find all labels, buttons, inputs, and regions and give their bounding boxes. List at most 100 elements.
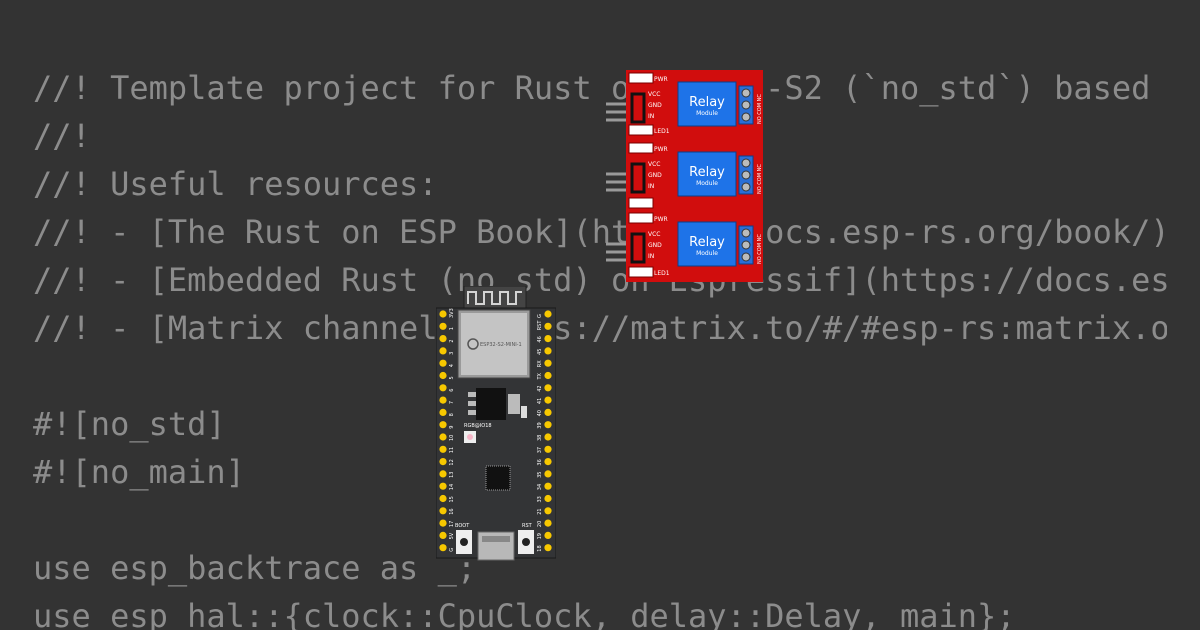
right-pin-label: 34 bbox=[537, 484, 543, 490]
right-pin-label: 45 bbox=[537, 349, 543, 355]
left-pin[interactable] bbox=[439, 519, 447, 527]
right-pin-label: 37 bbox=[537, 447, 543, 453]
code-line: //! Template project for Rust on ESP32-S… bbox=[33, 69, 1151, 107]
left-pin-label: 11 bbox=[449, 447, 455, 453]
left-pin[interactable] bbox=[439, 445, 447, 453]
left-pin[interactable] bbox=[439, 544, 447, 552]
relay-title: Relay bbox=[689, 165, 725, 180]
left-pin-label: 6 bbox=[449, 389, 455, 392]
gnd-label: GND bbox=[648, 102, 662, 109]
relay-channel-1: PWR VCC GND IN Relay Module NO COM NC LE… bbox=[628, 72, 763, 136]
voltage-regulator bbox=[476, 388, 506, 420]
right-pin-label: 36 bbox=[537, 459, 543, 465]
right-pin[interactable] bbox=[544, 507, 552, 515]
module-label: ESP32-S2-MINI-1 bbox=[480, 342, 522, 348]
right-pin[interactable] bbox=[544, 310, 552, 318]
relay-module[interactable]: PWR VCC GND IN Relay Module NO COM NC LE… bbox=[606, 70, 766, 282]
left-pin[interactable] bbox=[439, 421, 447, 429]
left-pin[interactable] bbox=[439, 507, 447, 515]
left-pin[interactable] bbox=[439, 335, 447, 343]
right-pin[interactable] bbox=[544, 347, 552, 355]
left-pin[interactable] bbox=[439, 396, 447, 404]
left-pin[interactable] bbox=[439, 482, 447, 490]
left-pin[interactable] bbox=[439, 322, 447, 330]
right-pin[interactable] bbox=[544, 433, 552, 441]
right-pin-label: 42 bbox=[537, 385, 543, 391]
relay-body bbox=[677, 221, 737, 267]
code-line bbox=[33, 352, 1167, 400]
relay-channel-3: PWR VCC GND IN Relay Module NO COM NC LE… bbox=[628, 212, 763, 278]
right-pin[interactable] bbox=[544, 531, 552, 539]
right-pin-label: TX bbox=[537, 372, 543, 380]
left-pin[interactable] bbox=[439, 359, 447, 367]
code-line: #![no_std] bbox=[33, 405, 226, 443]
left-pin-label: 5 bbox=[449, 376, 455, 379]
left-pin[interactable] bbox=[439, 384, 447, 392]
esp32-module bbox=[461, 313, 527, 375]
right-pin-label: 19 bbox=[537, 533, 543, 539]
right-pin[interactable] bbox=[544, 322, 552, 330]
left-pin[interactable] bbox=[439, 494, 447, 503]
relay-title: Relay bbox=[689, 235, 725, 250]
terminal-label: NO COM NC bbox=[757, 164, 763, 194]
boot-label: BOOT bbox=[455, 523, 470, 529]
led-label: LED1 bbox=[654, 128, 670, 135]
relay-channel-2: PWR VCC GND IN Relay Module NO COM NC bbox=[628, 142, 763, 209]
left-pin[interactable] bbox=[439, 531, 447, 539]
left-pin[interactable] bbox=[439, 347, 447, 355]
espressif-logo-icon bbox=[467, 338, 479, 350]
relay-title: Relay bbox=[689, 95, 725, 110]
left-pin-label: G bbox=[449, 548, 455, 552]
vcc-label: VCC bbox=[648, 161, 660, 168]
right-pin[interactable] bbox=[544, 544, 552, 552]
right-pin-label: RST bbox=[537, 320, 543, 331]
relay-subtitle: Module bbox=[696, 250, 718, 257]
right-pin[interactable] bbox=[544, 470, 552, 478]
relay-body bbox=[677, 151, 737, 197]
right-pin[interactable] bbox=[544, 482, 552, 490]
code-line: use esp_hal::{clock::CpuClock, delay::De… bbox=[33, 597, 1016, 630]
right-pin[interactable] bbox=[544, 421, 552, 429]
relay-body bbox=[677, 81, 737, 127]
vcc-label: VCC bbox=[648, 91, 660, 98]
left-pin-label: 9 bbox=[449, 426, 455, 429]
right-pin[interactable] bbox=[544, 408, 552, 416]
mcu-chip bbox=[485, 465, 511, 491]
left-pin[interactable] bbox=[439, 433, 447, 441]
terminal-label: NO COM NC bbox=[757, 234, 763, 264]
right-pin[interactable] bbox=[544, 359, 552, 367]
right-pin-label: 41 bbox=[537, 398, 543, 404]
left-pin[interactable] bbox=[439, 371, 447, 380]
right-pin[interactable] bbox=[544, 445, 552, 453]
esp32-dev-board[interactable]: ESP32-S2-MINI-1 RGB@IO18 BOOT RST 3V3123… bbox=[436, 286, 556, 562]
right-pin[interactable] bbox=[544, 335, 552, 343]
code-line: //! Useful resources: bbox=[33, 165, 438, 203]
gnd-label: GND bbox=[648, 242, 662, 249]
right-pin[interactable] bbox=[544, 396, 552, 404]
code-line: //! - [The Rust on ESP Book](https://doc… bbox=[33, 213, 1167, 251]
code-editor[interactable]: //! Template project for Rust on ESP32-S… bbox=[33, 64, 1167, 630]
right-pin[interactable] bbox=[544, 494, 552, 503]
code-line: //! - [Matrix channel](https://matrix.to… bbox=[33, 309, 1167, 347]
left-pin[interactable] bbox=[439, 458, 447, 466]
right-pin[interactable] bbox=[544, 458, 552, 466]
relay-subtitle: Module bbox=[696, 110, 718, 117]
right-pin-label: 35 bbox=[537, 472, 543, 478]
left-pin[interactable] bbox=[439, 408, 447, 416]
right-pin-label: RX bbox=[537, 360, 543, 367]
pwr-label: PWR bbox=[654, 76, 668, 83]
right-pin[interactable] bbox=[544, 384, 552, 392]
left-pin[interactable] bbox=[439, 310, 447, 318]
relay-subtitle: Module bbox=[696, 180, 718, 187]
led-label: RGB@IO18 bbox=[464, 423, 492, 429]
left-pin[interactable] bbox=[439, 470, 447, 478]
left-pin-label: 14 bbox=[449, 484, 455, 490]
right-pin-label: 21 bbox=[537, 508, 543, 514]
right-pin[interactable] bbox=[544, 519, 552, 527]
pwr-label: PWR bbox=[654, 146, 668, 153]
vcc-label: VCC bbox=[648, 231, 660, 238]
pwr-label: PWR bbox=[654, 216, 668, 223]
right-pin[interactable] bbox=[544, 371, 552, 380]
right-pin-label: 39 bbox=[537, 422, 543, 428]
